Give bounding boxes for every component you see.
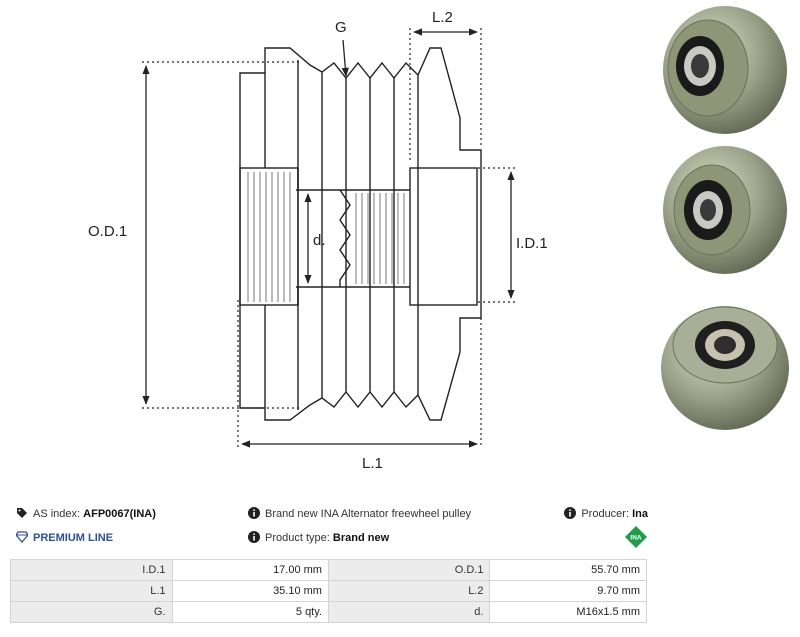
spec-table: I.D.1 17.00 mm O.D.1 55.70 mm L.1 35.10 … xyxy=(10,559,647,623)
description: Brand new INA Alternator freewheel pulle… xyxy=(248,507,471,520)
as-index-value: AFP0067(INA) xyxy=(83,508,156,520)
ina-logo: INA xyxy=(625,526,647,548)
info-icon xyxy=(248,507,260,519)
spec-value: 55.70 mm xyxy=(489,559,647,581)
producer-label: Producer: xyxy=(581,508,630,520)
producer: Producer: Ina xyxy=(564,507,648,520)
label-id1: I.D.1 xyxy=(516,235,548,252)
as-index: AS index: AFP0067(INA) xyxy=(16,507,156,520)
tags-icon xyxy=(17,508,27,518)
diamond-icon xyxy=(16,531,28,543)
pulley-outline xyxy=(239,47,482,421)
as-index-label: AS index: xyxy=(33,508,81,520)
label-l2: L.2 xyxy=(432,9,453,26)
product-type-label: Product type: xyxy=(265,532,330,544)
spec-value: 9.70 mm xyxy=(489,580,647,602)
spec-label: I.D.1 xyxy=(10,559,173,581)
producer-value: Ina xyxy=(632,508,648,520)
description-text: Brand new INA Alternator freewheel pulle… xyxy=(265,508,472,520)
label-d: d. xyxy=(313,232,326,249)
spec-value: M16x1.5 mm xyxy=(489,601,647,623)
table-row: I.D.1 17.00 mm O.D.1 55.70 mm xyxy=(10,559,647,581)
label-l1: L.1 xyxy=(362,455,383,472)
label-g: G xyxy=(335,19,347,36)
premium-line-badge: PREMIUM LINE xyxy=(16,531,113,544)
info-icon xyxy=(248,531,260,543)
spec-label: d. xyxy=(327,601,491,623)
table-row: G. 5 qty. d. M16x1.5 mm xyxy=(10,601,647,623)
product-type-value: Brand new xyxy=(332,532,390,544)
premium-line-text: PREMIUM LINE xyxy=(33,532,114,544)
spec-label: L.2 xyxy=(327,580,491,602)
spec-label: L.1 xyxy=(10,580,173,602)
product-photos xyxy=(661,6,789,430)
spec-value: 35.10 mm xyxy=(171,580,329,602)
pulley-photo-1 xyxy=(663,6,787,134)
g-pointer xyxy=(341,39,349,77)
svg-text:INA: INA xyxy=(630,535,642,542)
pulley-photo-3 xyxy=(661,306,789,430)
product-type: Product type: Brand new xyxy=(248,531,389,544)
spec-label: G. xyxy=(10,601,173,623)
pulley-photo-2 xyxy=(663,146,787,274)
spec-value: 5 qty. xyxy=(171,601,329,623)
table-row: L.1 35.10 mm L.2 9.70 mm xyxy=(10,580,647,602)
spec-label: O.D.1 xyxy=(327,559,491,581)
spec-value: 17.00 mm xyxy=(171,559,329,581)
label-od1: O.D.1 xyxy=(88,223,127,240)
pulley-technical-drawing: G L.2 O.D.1 I.D.1 d. L.1 xyxy=(88,9,548,472)
info-icon xyxy=(564,507,577,519)
